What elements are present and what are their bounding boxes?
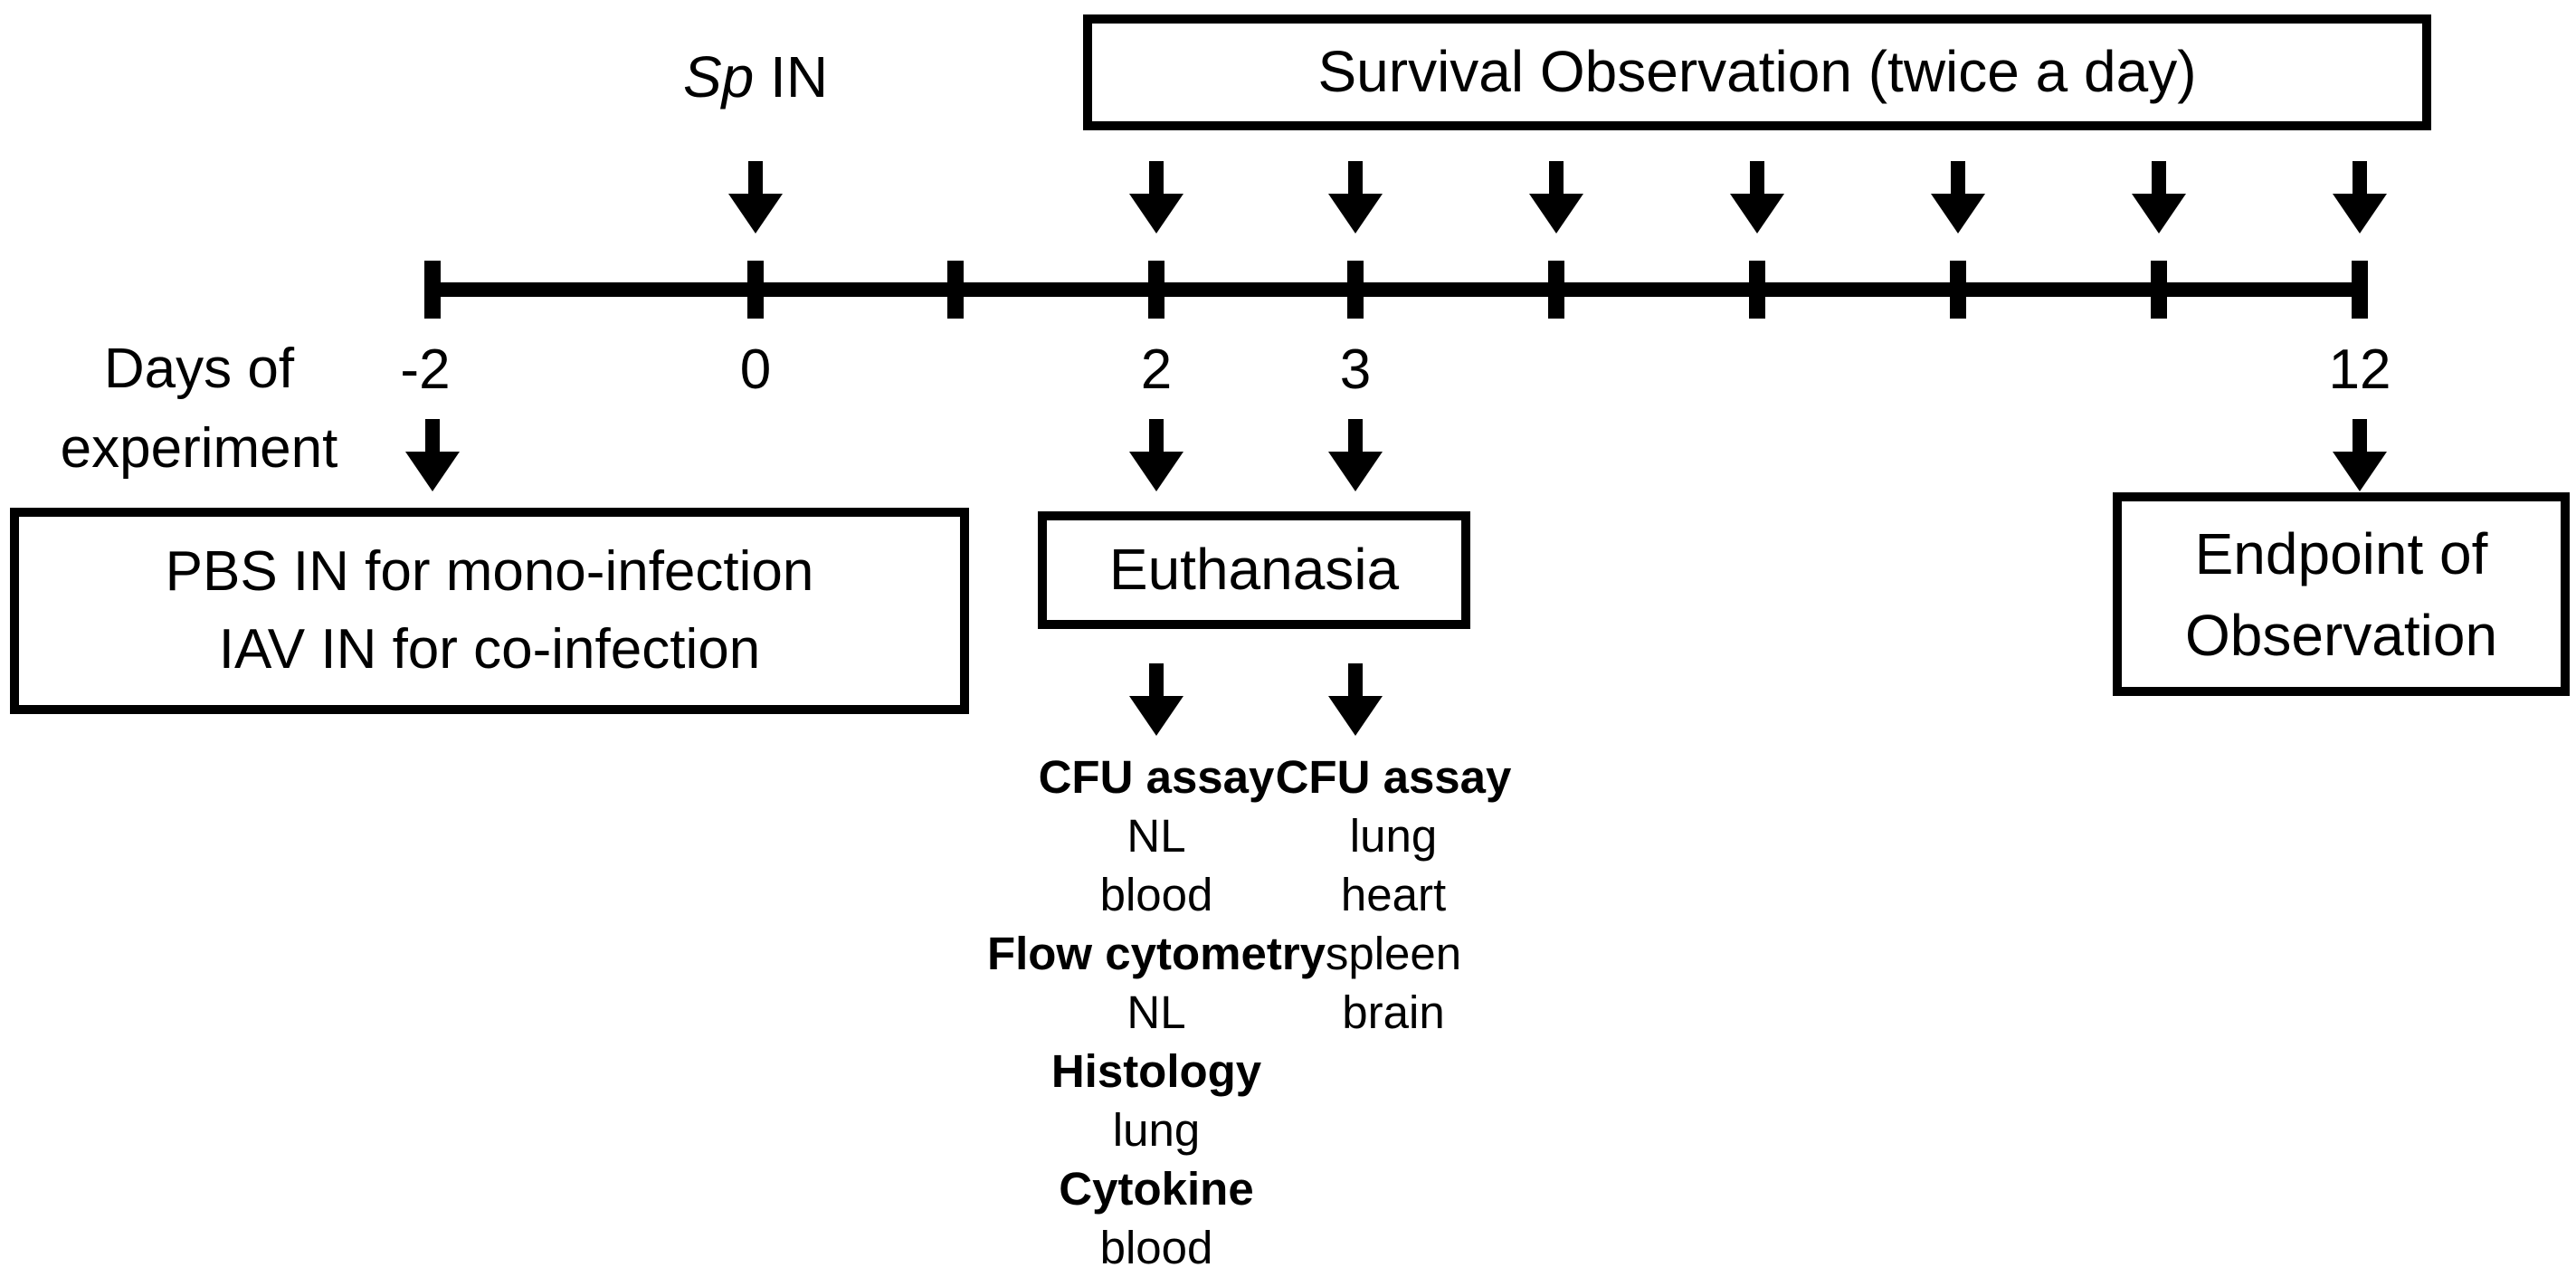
day3-assay-item-lung: lung [1349,810,1438,862]
day2-assay-list: CFU assay NL blood Flow cytometry NL His… [987,748,1326,1277]
sp-in-label: Sp IN [683,48,828,106]
timeline-ticks [424,261,2368,319]
pbs-box-line1: PBS IN for mono-infection [165,540,814,603]
axis-label-line2: experiment [60,417,338,480]
day3-assay-header-cfu: CFU assay [1275,751,1512,803]
day2-assay-header-cfu: CFU assay [1038,751,1275,803]
day3-assay-item-heart: heart [1340,869,1447,920]
day3-assay-item-brain: brain [1342,986,1445,1038]
tick-label-day-minus2: -2 [400,338,451,401]
sp-in-label-rest: IN [754,44,829,110]
euthanasia-label: Euthanasia [1108,537,1400,603]
tick-label-day-12: 12 [2328,338,2391,401]
day2-assay-header-flow: Flow cytometry [986,928,1326,979]
tick-label-day-3: 3 [1339,338,1372,401]
day2-assay-header-cytokine: Cytokine [1059,1163,1254,1215]
arrow-sp-in [728,161,783,233]
day3-assay-item-spleen: spleen [1325,928,1462,979]
endpoint-box: Endpoint of Observation [2113,492,2570,696]
day2-assay-item-blood-cytokine: blood [1099,1222,1213,1273]
day2-assay-item-nl-flow: NL [1126,986,1186,1038]
arrow-day2-to-euthanasia [1129,419,1183,491]
arrow-to-day3-assays [1328,663,1383,736]
day2-assay-header-histology: Histology [1050,1045,1262,1097]
tick-label-day-2: 2 [1140,338,1173,401]
day2-assay-item-lung: lung [1112,1104,1201,1156]
arrow-to-pbs-box [405,419,460,491]
day2-assay-item-nl: NL [1126,810,1186,862]
arrow-survival-day4 [1529,161,1583,233]
euthanasia-box: Euthanasia [1038,511,1470,629]
survival-observation-box: Survival Observation (twice a day) [1083,14,2431,130]
arrow-survival-day7 [2132,161,2186,233]
arrow-day3-to-euthanasia [1328,419,1383,491]
arrow-survival-day6 [1931,161,1985,233]
axis-label-block: Days of experiment [36,329,362,489]
arrow-survival-day5 [1730,161,1784,233]
survival-observation-label: Survival Observation (twice a day) [1317,39,2197,105]
day2-assay-item-blood: blood [1099,869,1213,920]
arrow-survival-day2 [1129,161,1183,233]
tick-label-day-0: 0 [739,338,772,401]
arrow-survival-day12 [2333,161,2387,233]
day3-assay-list: CFU assay lung heart spleen brain [1276,748,1512,1042]
arrow-to-endpoint-box [2333,419,2387,491]
pbs-iav-box: PBS IN for mono-infection IAV IN for co-… [10,508,969,714]
axis-label-line1: Days of [103,338,295,400]
sp-in-label-italic: Sp [682,44,755,110]
pbs-box-line2: IAV IN for co-infection [218,618,761,681]
endpoint-box-line1: Endpoint of [2194,520,2488,586]
arrow-to-day2-assays [1129,663,1183,736]
arrow-survival-day3 [1328,161,1383,233]
endpoint-box-line2: Observation [2184,602,2498,668]
